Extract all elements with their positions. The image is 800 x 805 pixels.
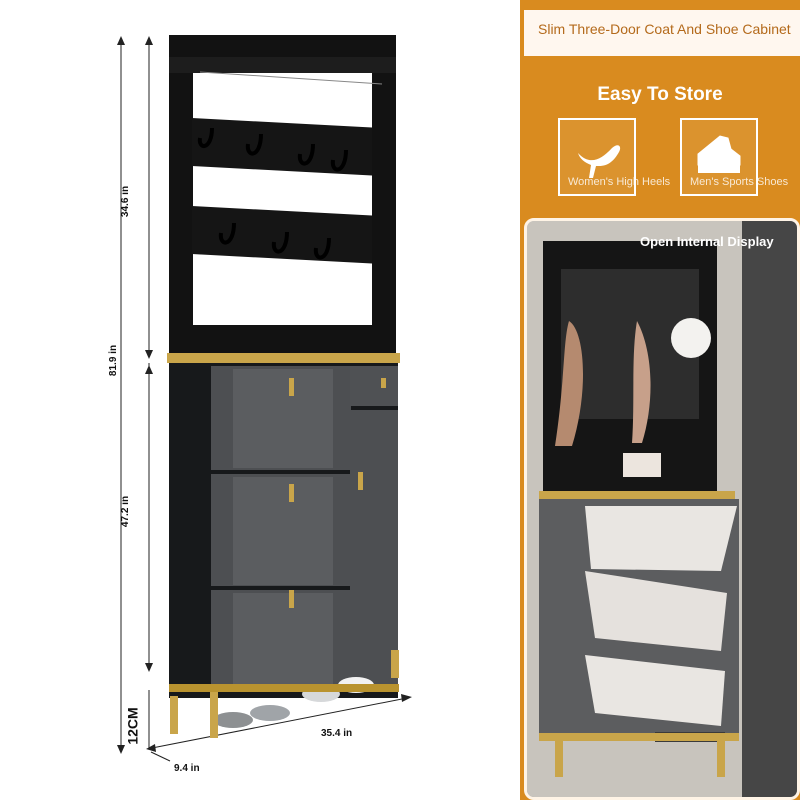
- dimension-upper-height: 34.6 in: [120, 185, 132, 218]
- dimension-depth: 9.4 in: [174, 763, 200, 774]
- dimension-total-height: 81.9 in: [108, 344, 120, 377]
- sneaker-icon: [697, 135, 741, 173]
- high-heel-card: [558, 118, 636, 196]
- product-dimension-panel: 34.6 in 81.9 in 47.2 in 12CM 9.4 in 35.4…: [108, 35, 412, 774]
- dimension-leg-height: 12CM: [124, 707, 141, 745]
- feature-heading: Easy To Store: [597, 84, 723, 105]
- sneaker-caption: Men's Sports Shoes: [690, 176, 789, 188]
- dimension-lower-height: 47.2 in: [120, 495, 132, 528]
- sneaker-card: [680, 118, 758, 196]
- product-title: Slim Three-Door Coat And Shoe Cabinet: [524, 10, 800, 56]
- coat-rack-frame: [167, 35, 400, 363]
- high-heel-caption: Women's High Heels: [568, 176, 671, 188]
- shoe-cabinet-body: [169, 363, 399, 738]
- internal-display-label: Open Internal Display: [640, 234, 774, 249]
- internal-display-photo: [524, 218, 800, 800]
- high-heel-icon: [578, 145, 621, 178]
- dimension-width: 35.4 in: [321, 728, 353, 739]
